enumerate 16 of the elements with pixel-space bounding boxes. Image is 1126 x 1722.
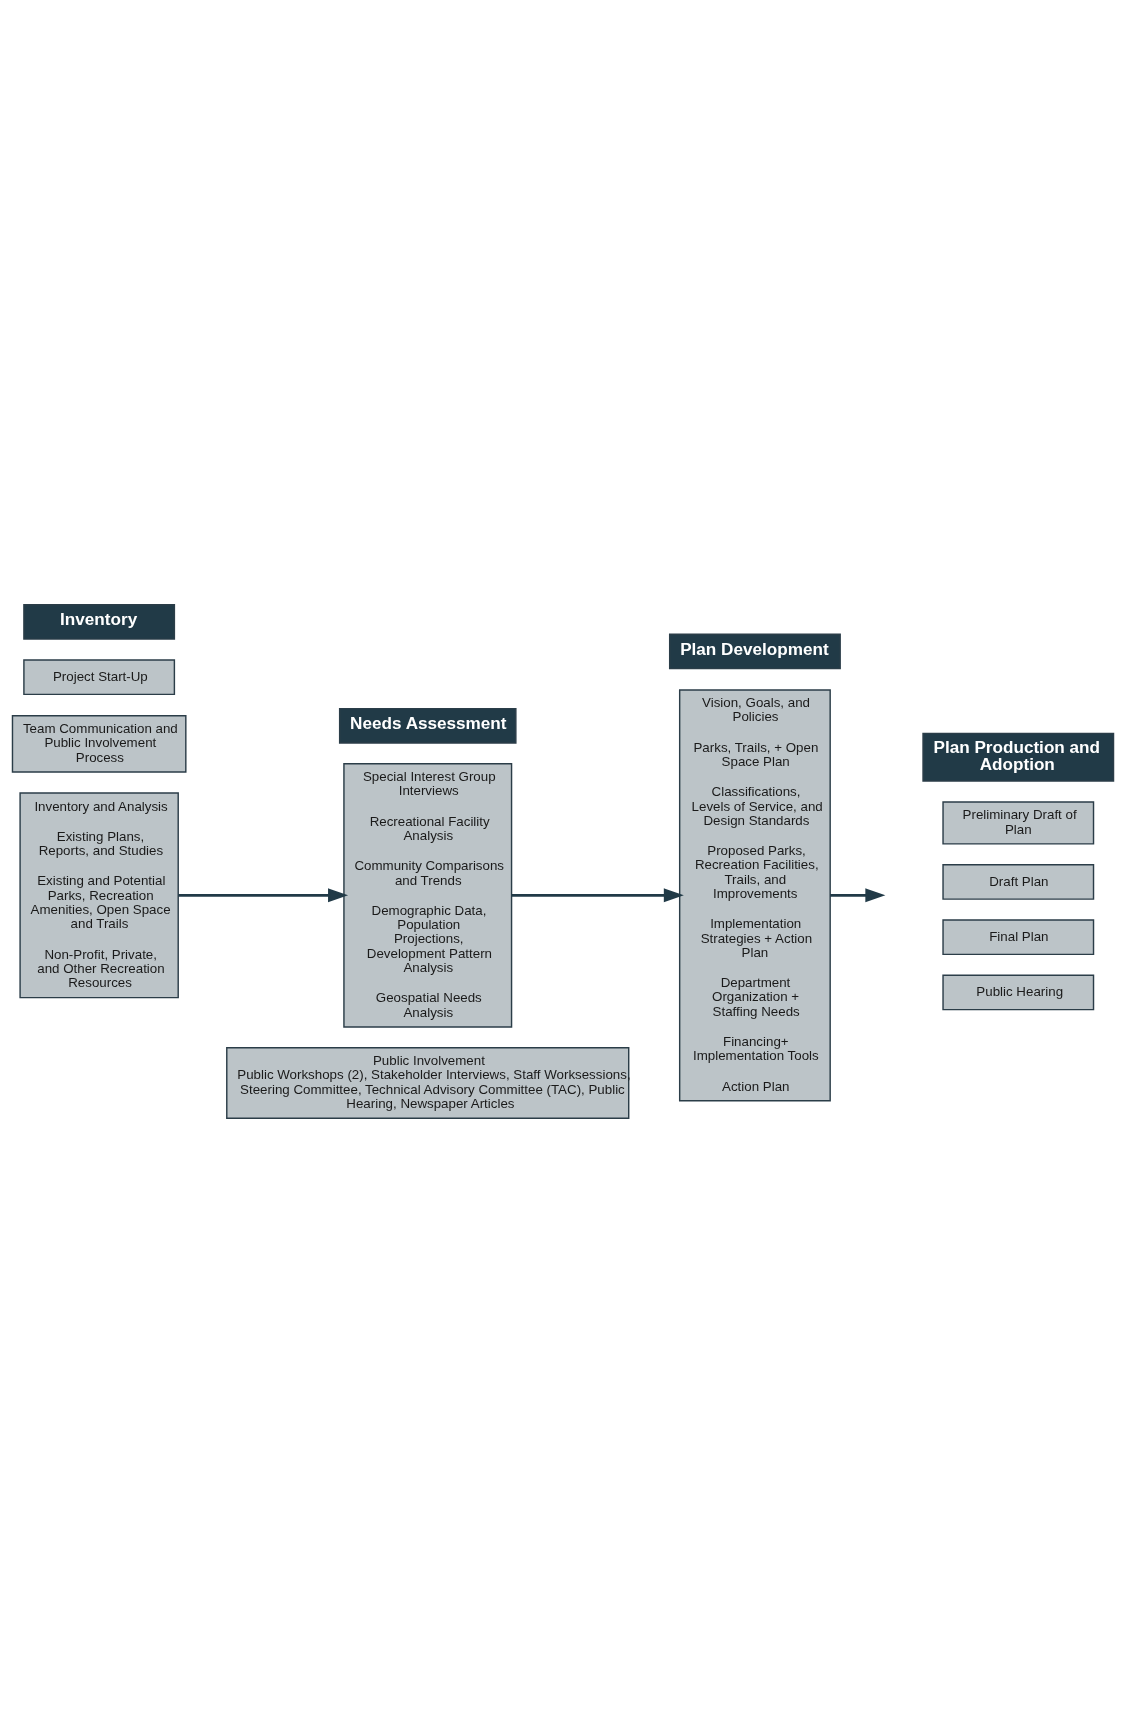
node-box: Special Interest Group Interviews Recreational Facility Analysis Community Comparisons and Trends Demographic Data, Population Projections, Development Pattern Analysis Geospatial Needs Analysis [343, 762, 513, 1028]
node-box: Plan Development [668, 633, 841, 669]
node-box: Preliminary Draft of Plan [942, 800, 1095, 845]
arrow [511, 887, 684, 902]
node-box: Project Start-Up [23, 658, 176, 695]
node-box: Public Hearing [942, 974, 1095, 1010]
node-box: Inventory [23, 603, 176, 640]
node-box: Needs Assessment [338, 707, 517, 744]
arrow [178, 887, 349, 902]
arrow [830, 887, 886, 902]
node-box: Vision, Goals, and Policies Parks, Trails, + Open Space Plan Classifications, Levels of Service, and Design Standards Proposed Parks, Recreation Facilities, Trails, and Improvements Implementation Strategies + Action Plan Department Organization + Staffing Needs Financing+ Implementation Tools Action Plan [678, 688, 831, 1101]
node-box: Final Plan [942, 918, 1095, 955]
node-box: Team Communication and Public Involvement Process [11, 714, 187, 773]
node-box: Inventory and Analysis Existing Plans, Reports, and Studies Existing and Potential Parks, Recreation Amenities, Open Space and Trails Non-Profit, Private, and Other Recreation Resources [19, 791, 179, 998]
node-box: Draft Plan [942, 863, 1095, 900]
node-box: Plan Production and Adoption [922, 732, 1115, 782]
